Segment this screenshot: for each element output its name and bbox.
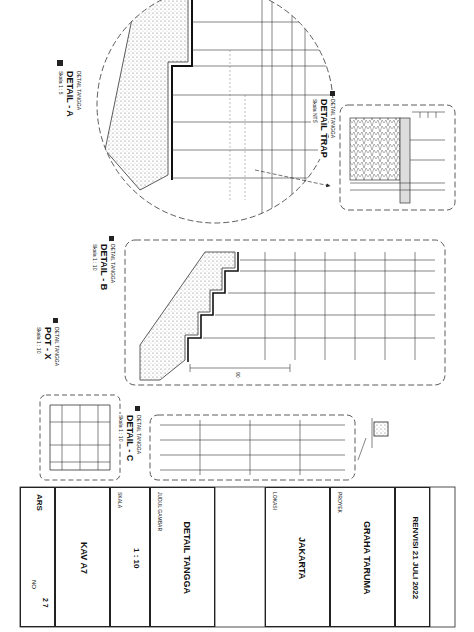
title-block-cell: PROYEK GRAHA TARUMA xyxy=(330,487,395,627)
title-block-text: KAV A7 xyxy=(78,542,88,574)
detail-title: Skala 1 : 10 xyxy=(92,243,98,271)
title-block-cell: ARS NO 2 7 xyxy=(20,487,55,627)
detail-trap-drawing xyxy=(330,91,455,210)
title-block-text: ARS xyxy=(34,494,43,511)
title-block-text: 1 : 10 xyxy=(131,548,140,568)
title-block-text: RENVISI 21 JULI 2022 xyxy=(410,517,419,600)
title-block-text: JUDUL GAMBAR xyxy=(157,492,163,531)
pot-x-drawing xyxy=(40,318,120,480)
title-block-cell: JUDUL GAMBAR DETAIL TANGGA xyxy=(150,487,215,627)
detail-title: Skala 1 : 5 xyxy=(58,70,64,96)
title-block-text: 2 7 xyxy=(41,598,49,608)
title-block-text: LOKASI xyxy=(272,492,278,510)
title-block-cell: KAV A7 xyxy=(55,487,110,627)
title-block-text: PROYEK xyxy=(337,492,343,513)
dimension-text: 90 xyxy=(235,371,241,379)
detail-title: Skala 1 : 10 xyxy=(36,326,42,354)
detail-title: DETAIL TANGGA xyxy=(54,326,60,367)
title-block-cell: LOKASI JAKARTA xyxy=(265,487,330,627)
detail-title: DETAIL TANGGA xyxy=(76,70,82,111)
detail-title: DETAIL - B xyxy=(98,243,108,291)
detail-title: DETAIL TANGGA xyxy=(330,98,336,139)
title-block-text: NO xyxy=(30,580,37,589)
detail-title: Skala 1 : 10 xyxy=(118,414,124,442)
title-block-text: JAKARTA xyxy=(296,537,306,579)
detail-c-drawing xyxy=(135,406,388,480)
title-block-text: DETAIL TANGGA xyxy=(181,522,191,595)
detail-title: DETAIL TRAP xyxy=(318,98,328,159)
title-block-text: SKALA xyxy=(117,492,123,508)
title-block-cell: SKALA 1 : 10 xyxy=(110,487,150,627)
title-block-text: GRAHA TARUMA xyxy=(361,521,371,595)
detail-title: DETAIL TANGGA xyxy=(110,243,116,284)
detail-title: Skala NTS xyxy=(312,98,318,124)
detail-title: DETAIL - A xyxy=(64,70,74,118)
title-block-cell: RENVISI 21 JULI 2022 xyxy=(395,487,430,627)
detail-a-drawing xyxy=(57,0,340,223)
detail-b-drawing xyxy=(109,236,445,385)
title-block xyxy=(20,487,455,627)
detail-title: DETAIL - C xyxy=(124,414,134,462)
detail-title: DETAIL TANGGA xyxy=(136,414,142,455)
detail-title: POT - X xyxy=(42,326,52,361)
